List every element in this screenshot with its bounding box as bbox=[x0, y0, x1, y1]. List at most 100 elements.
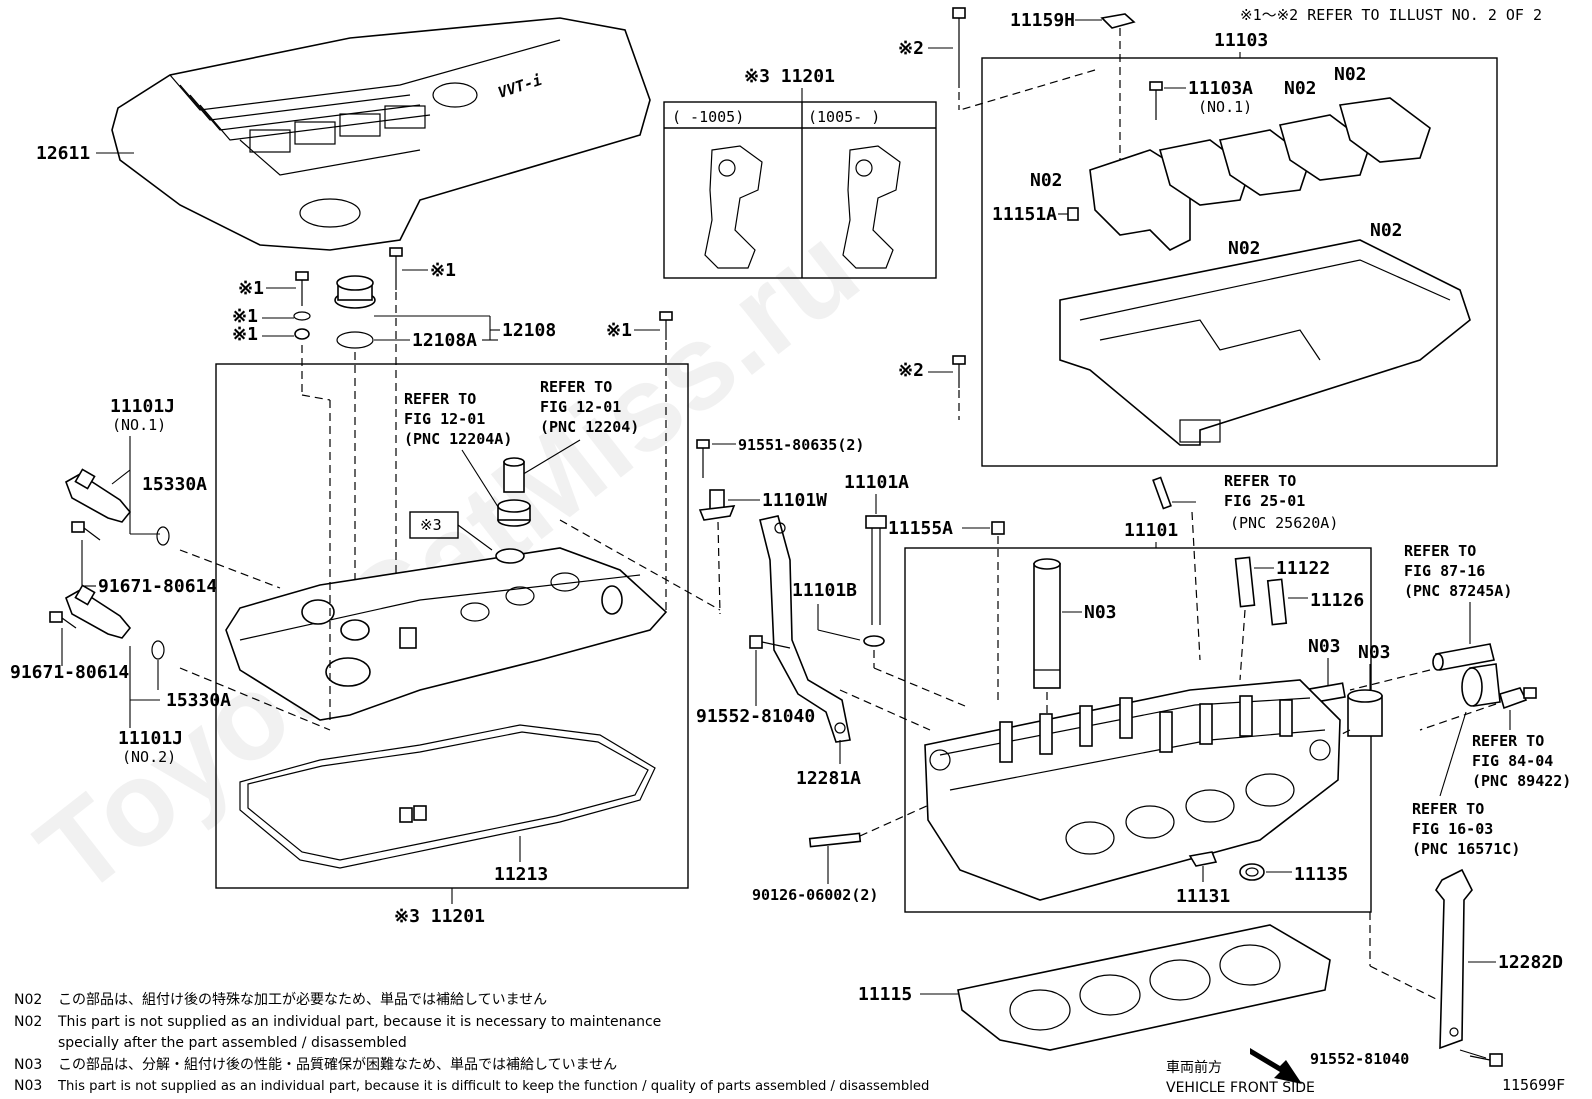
note-3-text: この部品は、分解・組付け後の性能・品質確保が困難なため、単品では補給していません bbox=[58, 1057, 617, 1073]
engine-cover[interactable]: VVT-i bbox=[111, 17, 651, 251]
inset-box-11201 bbox=[663, 101, 937, 279]
label-12281A[interactable]: 12281A bbox=[796, 768, 861, 789]
label-11103A-sub: (NO.1) bbox=[1198, 98, 1252, 116]
note-3-code: N03 bbox=[14, 1057, 42, 1073]
label-n03-c[interactable]: N03 bbox=[1358, 642, 1391, 663]
label-11101B[interactable]: 11101B bbox=[792, 580, 857, 601]
label-11135[interactable]: 11135 bbox=[1294, 864, 1348, 885]
label-11159H[interactable]: 11159H bbox=[1010, 10, 1075, 31]
camshaft-housing bbox=[1059, 239, 1471, 446]
label-11101[interactable]: 11101 bbox=[1124, 520, 1178, 541]
ref-12204A-2: FIG 12-01 bbox=[404, 410, 485, 428]
label-11201-inset[interactable]: ※3 11201 bbox=[744, 66, 835, 87]
label-11213[interactable]: 11213 bbox=[494, 864, 548, 885]
label-12611[interactable]: 12611 bbox=[36, 143, 90, 164]
seal-11135 bbox=[1239, 863, 1265, 881]
bolt-11103A bbox=[1149, 81, 1163, 120]
cylinder-head-cover bbox=[225, 547, 668, 721]
oil-filler-cap bbox=[334, 275, 376, 309]
ref-89422-2: FIG 84-04 bbox=[1472, 752, 1553, 770]
label-n02-b[interactable]: N02 bbox=[1284, 78, 1317, 99]
inset-right-range: (1005- ) bbox=[808, 108, 880, 126]
sensor-89422 bbox=[1499, 687, 1537, 710]
bolt-top bbox=[952, 7, 966, 88]
label-n02-e[interactable]: N02 bbox=[1228, 238, 1261, 259]
camshaft-bearing-caps bbox=[1089, 97, 1431, 251]
valve-guide-11126 bbox=[1266, 578, 1288, 626]
label-15330A-1[interactable]: 15330A bbox=[142, 474, 207, 495]
label-12108[interactable]: 12108 bbox=[502, 320, 556, 341]
direction-jp: 車両前方 bbox=[1166, 1059, 1222, 1076]
mark1-d: ※1 bbox=[430, 260, 456, 281]
label-11131[interactable]: 11131 bbox=[1176, 886, 1230, 907]
cam-position-sensor bbox=[698, 489, 736, 521]
label-15330A-2[interactable]: 15330A bbox=[166, 690, 231, 711]
header-note: ※1～※2 REFER TO ILLUST NO. 2 OF 2 bbox=[1240, 6, 1542, 24]
label-91552-2[interactable]: 91552-81040 bbox=[1310, 1050, 1409, 1068]
label-11101A[interactable]: 11101A bbox=[844, 472, 909, 493]
bolt-91551 bbox=[696, 439, 710, 478]
ref-25620A-3: (PNC 25620A) bbox=[1230, 514, 1338, 532]
label-11151A[interactable]: 11151A bbox=[992, 204, 1057, 225]
note-1-text: This part is not supplied as an individu… bbox=[57, 1014, 661, 1030]
bolt-91552-2 bbox=[1469, 1053, 1503, 1067]
mark1-a: ※1 bbox=[238, 278, 264, 299]
label-n02-a[interactable]: N02 bbox=[1030, 170, 1063, 191]
ref-12204-3: (PNC 12204) bbox=[540, 418, 639, 436]
ref-87245A-3: (PNC 87245A) bbox=[1404, 582, 1512, 600]
label-11122[interactable]: 11122 bbox=[1276, 558, 1330, 579]
note-4-code: N03 bbox=[14, 1078, 42, 1094]
label-11103[interactable]: 11103 bbox=[1214, 30, 1268, 51]
ref-12204A-3: (PNC 12204A) bbox=[404, 430, 512, 448]
label-90126[interactable]: 90126-06002(2) bbox=[752, 886, 878, 904]
label-91551[interactable]: 91551-80635(2) bbox=[738, 436, 864, 454]
ref-16571C-3: (PNC 16571C) bbox=[1412, 840, 1520, 858]
label-11101J-2-sub: (NO.2) bbox=[122, 748, 176, 766]
ref-12204-1: REFER TO bbox=[540, 378, 612, 396]
label-11201-bottom[interactable]: ※3 11201 bbox=[394, 906, 485, 927]
label-n03-a[interactable]: N03 bbox=[1084, 602, 1117, 623]
inset-right-gasket bbox=[842, 145, 901, 269]
engine-hanger-12282D bbox=[1435, 868, 1473, 1050]
label-12282D[interactable]: 12282D bbox=[1498, 952, 1563, 973]
label-91671-1[interactable]: 91671-80614 bbox=[98, 576, 217, 597]
mark2-a: ※2 bbox=[898, 38, 924, 59]
bolt-mark2-b bbox=[952, 355, 966, 388]
ref-12204A-1: REFER TO bbox=[404, 390, 476, 408]
ref-25620A-2: FIG 25-01 bbox=[1224, 492, 1305, 510]
ref-87245A-1: REFER TO bbox=[1404, 542, 1476, 560]
label-11126[interactable]: 11126 bbox=[1310, 590, 1364, 611]
label-n02-c[interactable]: N02 bbox=[1334, 64, 1367, 85]
cylinder-head bbox=[924, 679, 1341, 901]
valve-guide-11122 bbox=[1234, 556, 1256, 608]
note-4-text: This part is not supplied as an individu… bbox=[57, 1079, 929, 1094]
ocv-valve-2 bbox=[65, 584, 132, 639]
label-11101W[interactable]: 11101W bbox=[762, 490, 827, 511]
bolt-91671-2 bbox=[49, 611, 77, 629]
label-91552-1[interactable]: 91552-81040 bbox=[696, 706, 815, 727]
label-91671-2[interactable]: 91671-80614 bbox=[10, 662, 129, 683]
label-11155A[interactable]: 11155A bbox=[888, 518, 953, 539]
guide-n03-long bbox=[1033, 558, 1061, 689]
ref-87245A-2: FIG 87-16 bbox=[1404, 562, 1485, 580]
pcv-grommet bbox=[497, 499, 531, 527]
ref-16571C-2: FIG 16-03 bbox=[1412, 820, 1493, 838]
note-1-code: N02 bbox=[14, 1014, 42, 1030]
label-11115[interactable]: 11115 bbox=[858, 984, 912, 1005]
label-n03-b[interactable]: N03 bbox=[1308, 636, 1341, 657]
direction-en: VEHICLE FRONT SIDE bbox=[1166, 1080, 1315, 1096]
label-11101J-2[interactable]: 11101J bbox=[118, 728, 183, 749]
label-11101J-1[interactable]: 11101J bbox=[110, 396, 175, 417]
head-gasket bbox=[957, 924, 1331, 1051]
stud-bolt-90126 bbox=[808, 832, 862, 848]
label-n02-d[interactable]: N02 bbox=[1370, 220, 1403, 241]
label-12108A[interactable]: 12108A bbox=[412, 330, 477, 351]
bolt-mark1-a bbox=[295, 271, 309, 306]
notes: N02 この部品は、組付け後の特殊な加工が必要なため、単品では補給していません … bbox=[14, 992, 929, 1094]
label-11103A[interactable]: 11103A bbox=[1188, 78, 1253, 99]
ref-89422-3: (PNC 89422) bbox=[1472, 772, 1571, 790]
part-11159H bbox=[1100, 13, 1136, 29]
inset-left-gasket bbox=[704, 145, 763, 269]
head-cover-gasket bbox=[239, 724, 656, 869]
